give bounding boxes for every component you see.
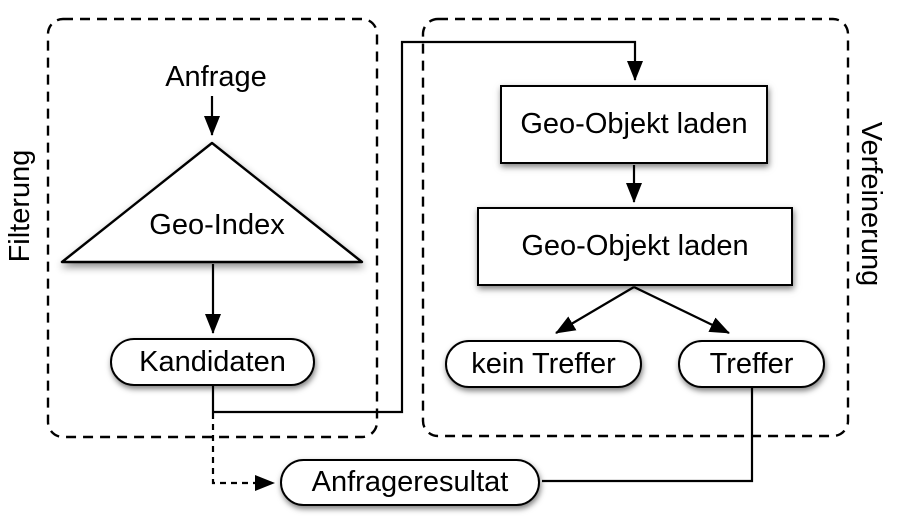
edge-geoobjekt2-to-treffer <box>633 286 730 334</box>
geo-index-triangle <box>60 141 364 264</box>
filterung-group-label: Filterung <box>3 149 36 263</box>
node-anfrageresultat: Anfrageresultat <box>280 459 540 506</box>
edge-kandidaten-to-geoobjekt1 <box>211 40 643 414</box>
node-kandidaten: Kandidaten <box>110 338 315 386</box>
edge-treffer-to-anfrageresultat <box>542 388 754 483</box>
node-anfrage: Anfrage <box>165 60 267 93</box>
geo-index-label: Geo-Index <box>149 208 285 241</box>
verfeinerung-group-label: Verfeinerung <box>855 121 888 287</box>
node-kein-treffer: kein Treffer <box>445 340 642 388</box>
node-geo-objekt-laden-1: Geo-Objekt laden <box>500 85 768 164</box>
node-geo-objekt-laden-2: Geo-Objekt laden <box>477 207 793 286</box>
node-treffer: Treffer <box>678 340 825 388</box>
filterung-group-box <box>46 17 379 439</box>
verfeinerung-group-box <box>421 17 850 438</box>
edge-kandidaten-to-anfrageresultat-dashed <box>211 413 275 491</box>
edge-geoobjekt2-to-keintreffer <box>555 286 635 334</box>
